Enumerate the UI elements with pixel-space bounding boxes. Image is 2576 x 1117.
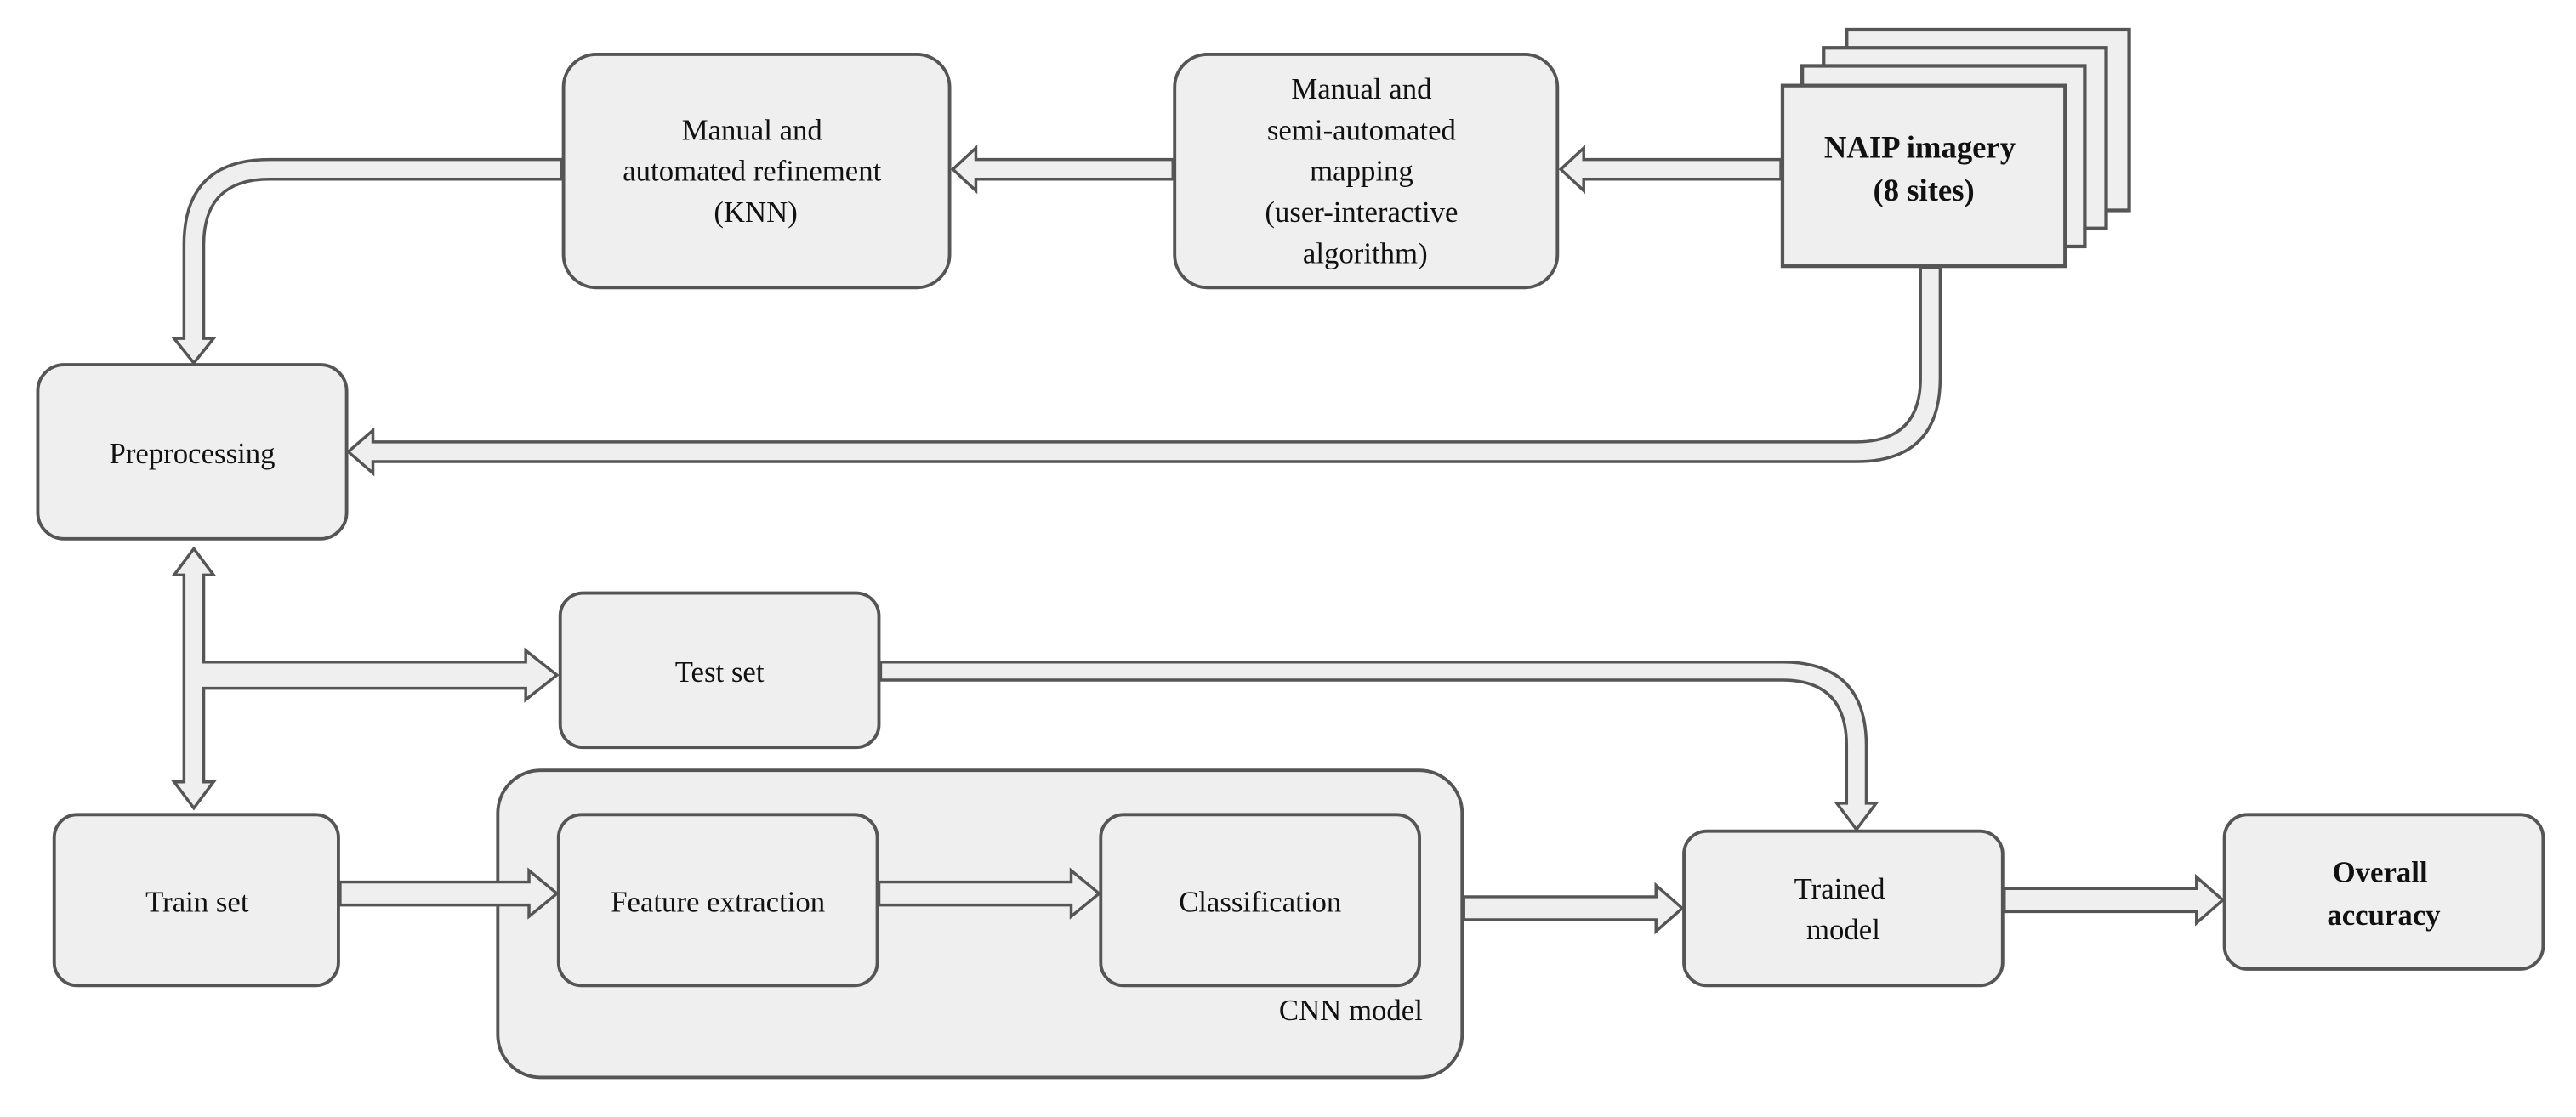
classification-label: Classification [1179, 885, 1341, 918]
arrow-mapping-to-refinement [950, 145, 1175, 195]
arrow-feature-to-classification [877, 867, 1102, 920]
arrow-train-to-feature [338, 867, 560, 920]
trained-model-box: Trained model [1682, 829, 2005, 988]
arrow-naip-to-preprocessing [345, 266, 1942, 477]
train-set-box: Train set [52, 813, 340, 988]
train-set-label: Train set [145, 885, 249, 918]
arrow-refinement-to-preprocessing [171, 157, 564, 366]
arrow-cnn-to-trained [1462, 882, 1685, 935]
naip-imagery-label: NAIP imagery (8 sites) [1824, 130, 2023, 207]
preprocessing-box: Preprocessing [36, 363, 349, 541]
preprocessing-label: Preprocessing [110, 437, 276, 470]
overall-accuracy-box: Overall accuracy [2222, 813, 2545, 971]
manual-semi-automated-mapping-label: Manual and semi-automated mapping (user-… [1265, 72, 1465, 269]
classification-box: Classification [1099, 813, 1421, 988]
arrow-preprocessing-train-test [171, 546, 560, 811]
trained-model-label: Trained model [1794, 872, 1893, 946]
cnn-model-label: CNN model [1279, 994, 1423, 1027]
feature-extraction-label: Feature extraction [611, 885, 825, 918]
feature-extraction-box: Feature extraction [556, 813, 879, 988]
manual-semi-automated-mapping-box: Manual and semi-automated mapping (user-… [1173, 53, 1560, 290]
manual-automated-refinement-label: Manual and automated refinement (KNN) [623, 113, 889, 229]
arrow-test-to-trained [879, 660, 1879, 832]
arrow-trained-to-accuracy [2003, 873, 2226, 927]
arrow-naip-to-mapping [1558, 145, 1783, 195]
test-set-label: Test set [675, 655, 765, 689]
manual-automated-refinement-box: Manual and automated refinement (KNN) [561, 53, 952, 290]
overall-accuracy-label: Overall accuracy [2327, 856, 2441, 932]
naip-imagery-stack: NAIP imagery (8 sites) [1780, 27, 2131, 269]
test-set-box: Test set [558, 591, 881, 750]
